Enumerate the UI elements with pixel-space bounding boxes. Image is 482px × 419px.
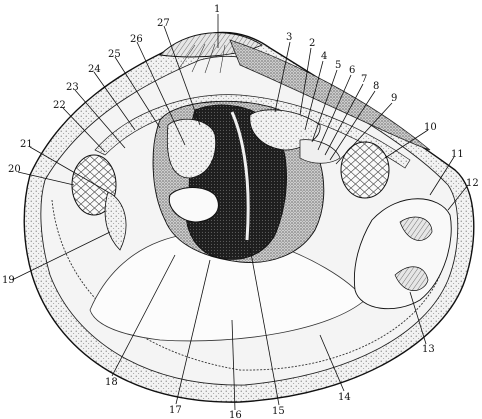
callout-19: 19 [2, 275, 15, 286]
callout-2: 2 [309, 38, 315, 49]
callout-1: 1 [214, 4, 220, 15]
callout-3: 3 [286, 32, 292, 43]
callout-22: 22 [53, 100, 66, 111]
callout-9: 9 [391, 93, 397, 104]
callout-5: 5 [335, 60, 341, 71]
callout-23: 23 [66, 82, 79, 93]
callout-4: 4 [321, 51, 327, 62]
callout-13: 13 [422, 344, 435, 355]
callout-18: 18 [105, 377, 118, 388]
callout-15: 15 [272, 406, 285, 417]
callout-6: 6 [349, 65, 355, 76]
callout-11: 11 [451, 149, 464, 160]
callout-21: 21 [20, 139, 33, 150]
callout-25: 25 [108, 49, 121, 60]
callout-20: 20 [8, 164, 21, 175]
callout-12: 12 [466, 178, 479, 189]
callout-8: 8 [373, 81, 379, 92]
callout-16: 16 [229, 410, 242, 419]
callout-24: 24 [88, 64, 101, 75]
callout-17: 17 [169, 405, 182, 416]
callout-27: 27 [157, 18, 170, 29]
callout-10: 10 [424, 122, 437, 133]
callout-26: 26 [130, 34, 143, 45]
callout-14: 14 [338, 392, 351, 403]
callout-7: 7 [361, 74, 367, 85]
